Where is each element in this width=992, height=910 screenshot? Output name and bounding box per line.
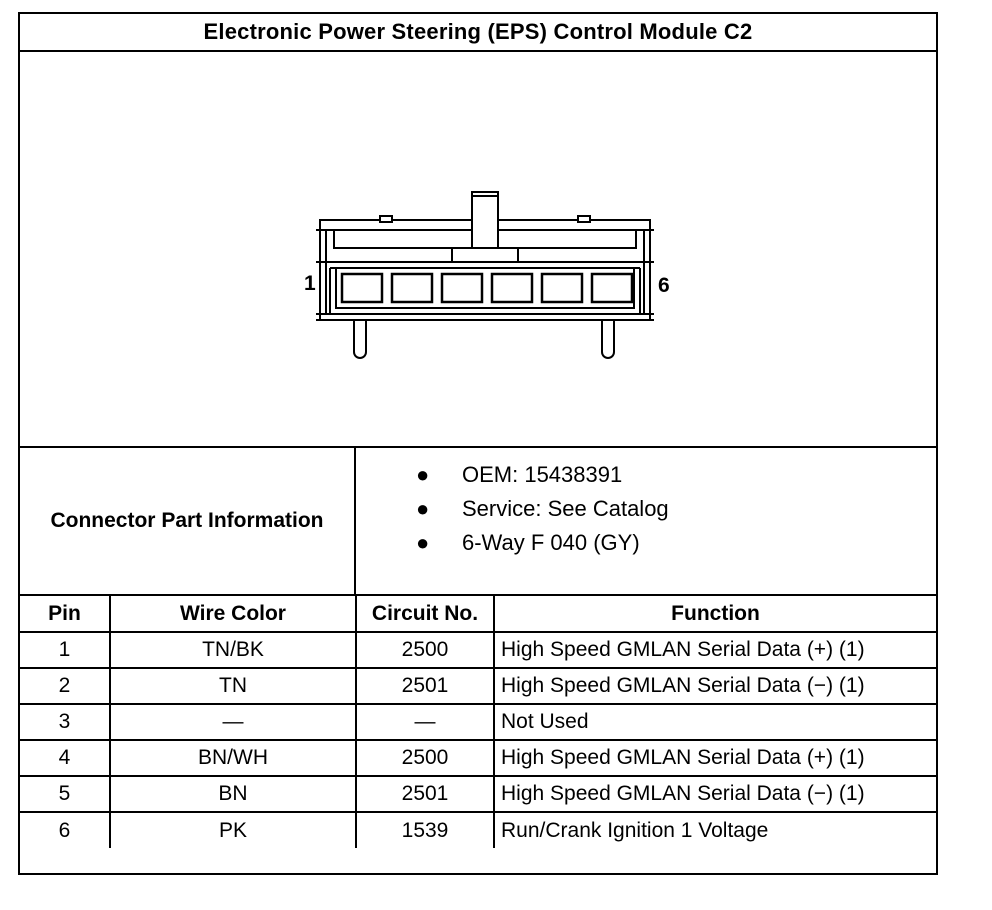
cell-pin: 2 bbox=[20, 667, 111, 705]
table-header-row: Pin Wire Color Circuit No. Function bbox=[20, 596, 936, 633]
info-item: ● Service: See Catalog bbox=[416, 492, 669, 526]
pinout-table: Pin Wire Color Circuit No. Function 1 TN… bbox=[20, 596, 936, 848]
cell-circuit: 2500 bbox=[355, 739, 495, 777]
cell-function: Run/Crank Ignition 1 Voltage bbox=[493, 811, 936, 848]
cavity-1 bbox=[340, 272, 384, 304]
cell-pin: 4 bbox=[20, 739, 111, 777]
info-item: ● OEM: 15438391 bbox=[416, 458, 669, 492]
cavity-6 bbox=[590, 272, 634, 304]
cell-function: High Speed GMLAN Serial Data (−) (1) bbox=[493, 667, 936, 705]
pin-label-right: 6 bbox=[658, 274, 670, 297]
table-row: 5 BN 2501 High Speed GMLAN Serial Data (… bbox=[20, 775, 936, 813]
table-row: 3 — — Not Used bbox=[20, 703, 936, 741]
connector-drawing: 1 6 bbox=[304, 191, 670, 359]
bullet-icon: ● bbox=[416, 496, 430, 521]
cell-circuit: 2501 bbox=[355, 667, 495, 705]
cell-function: High Speed GMLAN Serial Data (+) (1) bbox=[493, 631, 936, 669]
cell-wire-color: BN/WH bbox=[109, 739, 357, 777]
info-item-text: Service: See Catalog bbox=[462, 496, 669, 521]
column-header-function: Function bbox=[493, 596, 936, 633]
connector-info-list: ● OEM: 15438391 ● Service: See Catalog ● 6-… bbox=[356, 448, 936, 596]
cell-wire-color: TN bbox=[109, 667, 357, 705]
cell-pin: 1 bbox=[20, 631, 111, 669]
table-row: 6 PK 1539 Run/Crank Ignition 1 Voltage bbox=[20, 811, 936, 848]
table-row: 2 TN 2501 High Speed GMLAN Serial Data (… bbox=[20, 667, 936, 705]
table-row: 4 BN/WH 2500 High Speed GMLAN Serial Dat… bbox=[20, 739, 936, 777]
cell-wire-color: BN bbox=[109, 775, 357, 813]
cell-circuit: 2501 bbox=[355, 775, 495, 813]
cavity-3 bbox=[440, 272, 484, 304]
cavity-5 bbox=[540, 272, 584, 304]
cell-function: High Speed GMLAN Serial Data (+) (1) bbox=[493, 739, 936, 777]
connector-info-label: Connector Part Information bbox=[20, 448, 356, 596]
cell-wire-color: PK bbox=[109, 811, 357, 848]
bullet-icon: ● bbox=[416, 530, 430, 555]
column-header-wire-color: Wire Color bbox=[109, 596, 357, 633]
pin-label-left: 1 bbox=[304, 272, 316, 295]
cell-pin: 5 bbox=[20, 775, 111, 813]
cell-pin: 3 bbox=[20, 703, 111, 741]
cell-circuit: — bbox=[355, 703, 495, 741]
bullet-icon: ● bbox=[416, 462, 430, 487]
cavity-4 bbox=[490, 272, 534, 304]
connector-sheet: Electronic Power Steering (EPS) Control … bbox=[18, 12, 938, 875]
cell-function: High Speed GMLAN Serial Data (−) (1) bbox=[493, 775, 936, 813]
cell-circuit: 1539 bbox=[355, 811, 495, 848]
column-header-pin: Pin bbox=[20, 596, 111, 633]
cell-function: Not Used bbox=[493, 703, 936, 741]
info-item-text: OEM: 15438391 bbox=[462, 462, 623, 487]
column-header-circuit: Circuit No. bbox=[355, 596, 495, 633]
cavity-group bbox=[340, 272, 634, 304]
cavity-2 bbox=[390, 272, 434, 304]
info-item-text: 6-Way F 040 (GY) bbox=[462, 530, 640, 555]
page-title: Electronic Power Steering (EPS) Control … bbox=[20, 14, 936, 52]
info-item: ● 6-Way F 040 (GY) bbox=[416, 526, 669, 560]
cell-pin: 6 bbox=[20, 811, 111, 848]
cell-circuit: 2500 bbox=[355, 631, 495, 669]
cell-wire-color: — bbox=[109, 703, 357, 741]
connector-diagram: 1 6 bbox=[20, 52, 936, 448]
table-row: 1 TN/BK 2500 High Speed GMLAN Serial Dat… bbox=[20, 631, 936, 669]
cell-wire-color: TN/BK bbox=[109, 631, 357, 669]
